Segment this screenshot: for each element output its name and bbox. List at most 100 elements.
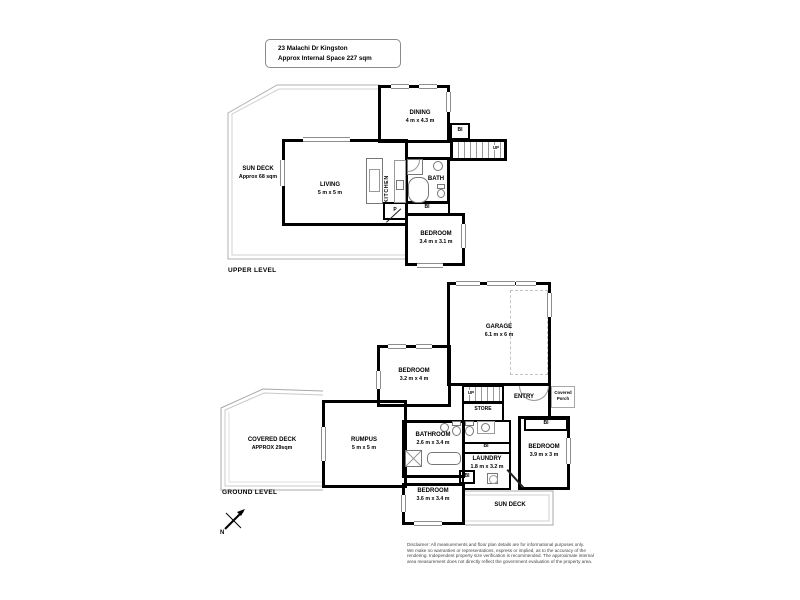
disclaimer-line: We make no warranties or representations… [407, 547, 586, 553]
room-name: LIVING [319, 182, 340, 188]
room-dim: 5 m x 5 m [317, 189, 343, 196]
window [391, 84, 409, 89]
kitchen-label: KITCHEN [384, 175, 390, 203]
bedroom2-label: BEDROOM 3.9 m x 3 m [528, 444, 559, 460]
laundry-label: LAUNDRY 1.8 m x 3.2 m [471, 456, 504, 472]
room-dim: 2.6 m x 3.4 m [416, 439, 450, 446]
room-dim: 5 m x 5 m [351, 444, 377, 451]
entry-door-arc [534, 386, 549, 401]
rumpus-label: RUMPUS 5 m x 5 m [351, 437, 377, 453]
covered-deck-outline [220, 388, 324, 491]
north-compass-icon: N [220, 509, 245, 536]
toilet-tank-ground [452, 421, 461, 426]
porch-line1: Covered [554, 390, 572, 395]
room-name: COVERED DECK [247, 437, 297, 443]
deck-outline-inner2 [228, 412, 323, 483]
stairs-up-label: UP [492, 145, 500, 150]
covered-porch-label: Covered Porch [554, 390, 571, 401]
washer-door [489, 475, 498, 484]
room-name: LAUNDRY [472, 456, 502, 462]
built-in-label: BI [424, 204, 430, 210]
room-name: BEDROOM [420, 231, 452, 237]
shower-curve [408, 160, 420, 172]
shower-icon-ground [405, 450, 422, 467]
window [321, 427, 326, 461]
built-in-label: BI [457, 127, 463, 133]
property-address: 23 Malachi Dr Kingston [278, 45, 348, 53]
living-room-label: LIVING 5 m x 5 m [318, 182, 342, 198]
deck-outline-outer [465, 490, 554, 526]
window [376, 371, 381, 389]
window [419, 84, 437, 89]
room-area: APPROX 29sqm [251, 444, 293, 451]
bathtub-icon-upper [408, 177, 429, 203]
bathtub-icon-ground [427, 452, 461, 465]
disclaimer-line: area measurement does not directly refle… [407, 558, 593, 564]
washer-icon [487, 473, 498, 484]
window [516, 281, 536, 286]
toilet-tank-wc [465, 421, 474, 426]
room-name: SUN DECK [242, 166, 274, 172]
room-dim: 4 m x 4.3 m [405, 117, 435, 124]
window [456, 281, 480, 286]
stairs-up-label: UP [467, 390, 475, 395]
room-name: BATHROOM [415, 432, 451, 438]
sun-deck-ground-outline [465, 490, 554, 526]
deck-outline-outer [220, 388, 324, 491]
room-name: BEDROOM [528, 444, 560, 450]
basin-icon-ground [440, 423, 449, 432]
pantry-closet [383, 202, 408, 220]
room-name: GARAGE [485, 324, 513, 330]
disclaimer-block: Disclaimer: All measurements and floor p… [407, 542, 625, 564]
entry-side-wall [548, 386, 551, 418]
dining-room [378, 85, 450, 143]
basin-icon-wc [481, 423, 490, 432]
bath-label: BATH [427, 176, 445, 182]
room-name: BEDROOM [417, 488, 449, 494]
sun-deck-ground-label: SUN DECK [494, 502, 526, 508]
store-label: STORE [474, 406, 492, 412]
window [446, 92, 451, 112]
garage-parking-bay [510, 290, 548, 375]
cooktop-icon [369, 169, 380, 192]
kitchen-sink-icon [396, 180, 404, 190]
internal-space-note: Approx Internal Space 227 sqm [278, 54, 372, 62]
compass-north-label: N [220, 530, 224, 536]
garage-label: GARAGE 6.1 m x 6 m [485, 324, 514, 340]
room-name: RUMPUS [350, 437, 378, 443]
room-area: Approx 68 sqm [238, 173, 278, 180]
room-dim: 3.2 m x 4 m [399, 375, 429, 382]
upper-sun-deck-outline [227, 84, 406, 260]
deck-outline-inner [465, 494, 550, 522]
window [388, 344, 406, 349]
bedroom1-label: BEDROOM 3.2 m x 4 m [398, 368, 429, 384]
bedroom-upper-label: BEDROOM 3.4 m x 3.1 m [420, 231, 453, 247]
window [416, 344, 432, 349]
room-name: DINING [409, 110, 431, 116]
room-dim: 3.6 m x 3.4 m [416, 495, 450, 502]
toilet-icon-wc [465, 426, 474, 436]
covered-porch [551, 386, 575, 408]
window [303, 137, 350, 142]
deck-outline-inner [231, 88, 406, 256]
vanity-counter [477, 421, 495, 434]
porch-line2: Porch [556, 395, 570, 401]
bedroom3-label: BEDROOM 3.6 m x 3.4 m [417, 488, 450, 504]
built-in-bedroom3 [459, 470, 475, 484]
entry-label: ENTRY [513, 394, 535, 400]
built-in-label: BI [483, 443, 489, 449]
window [547, 293, 552, 317]
window [487, 281, 515, 286]
window [414, 521, 442, 526]
toilet-tank-upper [437, 184, 445, 189]
bathroom-label: BATHROOM 2.6 m x 3.4 m [416, 432, 451, 448]
room-dim: 6.1 m x 6 m [484, 331, 514, 338]
covered-deck-label: COVERED DECK APPROX 29sqm [248, 437, 296, 453]
built-in-label: BI [464, 473, 470, 479]
basin-icon-upper [433, 161, 443, 171]
shower-icon-upper [407, 159, 423, 175]
toilet-icon-upper [437, 189, 445, 198]
stairs-upper [450, 139, 507, 161]
ground-level-label: GROUND LEVEL [222, 489, 278, 496]
